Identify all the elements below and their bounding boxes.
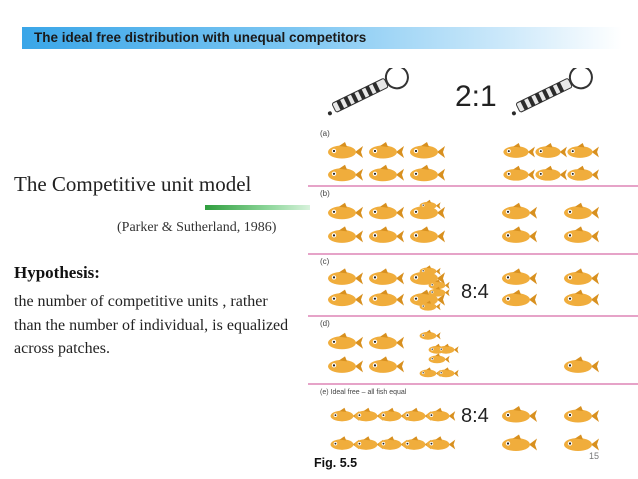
page-number: 15 bbox=[589, 451, 600, 461]
fish-small bbox=[419, 367, 441, 378]
ratio-label-2: 8:4 bbox=[461, 281, 489, 303]
fish-right bbox=[564, 268, 599, 285]
fish-large bbox=[328, 202, 363, 220]
fish-small bbox=[419, 265, 441, 276]
model-title: The Competitive unit model bbox=[14, 172, 252, 196]
fish-right bbox=[564, 226, 599, 243]
fish-large bbox=[402, 436, 432, 450]
ratio-label-1: 2:1 bbox=[455, 80, 497, 113]
fish-right bbox=[564, 434, 599, 451]
fish-small bbox=[437, 343, 459, 354]
fish-large bbox=[410, 142, 445, 159]
fish-right bbox=[564, 289, 599, 307]
fish-small bbox=[428, 279, 450, 290]
fish-right bbox=[503, 143, 535, 158]
fish-small bbox=[419, 300, 441, 311]
fish-large bbox=[328, 332, 363, 350]
fish-large bbox=[369, 202, 404, 220]
citation: (Parker & Sutherland, 1986) bbox=[117, 220, 277, 235]
fish-right bbox=[502, 202, 537, 220]
fish-right bbox=[503, 165, 535, 181]
slide-title: The ideal free distribution with unequal… bbox=[34, 30, 367, 45]
fish-large bbox=[378, 407, 408, 422]
fish-large bbox=[328, 142, 363, 159]
fish-large bbox=[328, 356, 363, 373]
fish-small bbox=[419, 199, 441, 210]
hypothesis-title: Hypothesis: bbox=[14, 263, 100, 282]
figure-svg: (a) (b) (c) (d) (e) Ideal free – all fish eq… bbox=[308, 65, 638, 451]
fish-large bbox=[369, 164, 404, 182]
fish-right bbox=[564, 406, 599, 423]
fish-large bbox=[354, 407, 384, 422]
fish-right bbox=[564, 356, 599, 373]
ratio-label-3: 8:4 bbox=[461, 405, 489, 427]
fish-large bbox=[330, 407, 360, 422]
decorative-underline bbox=[205, 205, 310, 210]
fish-large bbox=[328, 289, 363, 307]
fish-right bbox=[564, 202, 599, 220]
slide-title-bar: The ideal free distribution with unequal… bbox=[22, 27, 622, 49]
fish-right bbox=[567, 165, 599, 181]
fish-small bbox=[437, 367, 459, 378]
fish-large bbox=[426, 407, 456, 422]
fish-large bbox=[328, 268, 363, 285]
fish-large bbox=[402, 407, 432, 422]
fish-large bbox=[330, 436, 360, 450]
fish-right bbox=[502, 289, 537, 307]
hypothesis-text: the number of competitive units , rather… bbox=[14, 293, 289, 357]
panel-label: (b) bbox=[320, 189, 330, 198]
fish-right bbox=[502, 434, 537, 451]
fish-large bbox=[378, 436, 408, 450]
fish-small bbox=[428, 353, 450, 364]
fish-large bbox=[328, 164, 363, 182]
panel-label: (d) bbox=[320, 319, 330, 328]
pipette-right-icon bbox=[511, 65, 593, 116]
competitive-unit-figure: (a) (b) (c) (d) (e) Ideal free – all fish eq… bbox=[308, 65, 638, 463]
fish-small bbox=[419, 329, 441, 340]
fish-right bbox=[535, 165, 567, 181]
fish-large bbox=[410, 226, 445, 243]
figure-caption: Fig. 5.5 bbox=[314, 456, 358, 470]
fish-large bbox=[369, 268, 404, 285]
fish-large bbox=[369, 289, 404, 307]
fish-right bbox=[502, 406, 537, 423]
fish-large bbox=[369, 226, 404, 243]
fish-large bbox=[426, 436, 456, 450]
fish-large bbox=[328, 226, 363, 243]
fish-small bbox=[428, 286, 450, 297]
panel-label: (a) bbox=[320, 129, 330, 138]
fish-large bbox=[369, 332, 404, 350]
fish-large bbox=[369, 142, 404, 159]
fish-right bbox=[502, 268, 537, 285]
fish-large bbox=[410, 164, 445, 182]
fish-right bbox=[502, 226, 537, 243]
panel-label: (e) Ideal free – all fish equal bbox=[320, 389, 407, 396]
fish-large bbox=[354, 436, 384, 450]
fish-right bbox=[567, 143, 599, 158]
fish-right bbox=[535, 143, 567, 158]
pipette-left-icon bbox=[327, 65, 409, 116]
panel-label: (c) bbox=[320, 257, 330, 266]
fish-large bbox=[369, 356, 404, 373]
fish-large bbox=[410, 289, 445, 307]
